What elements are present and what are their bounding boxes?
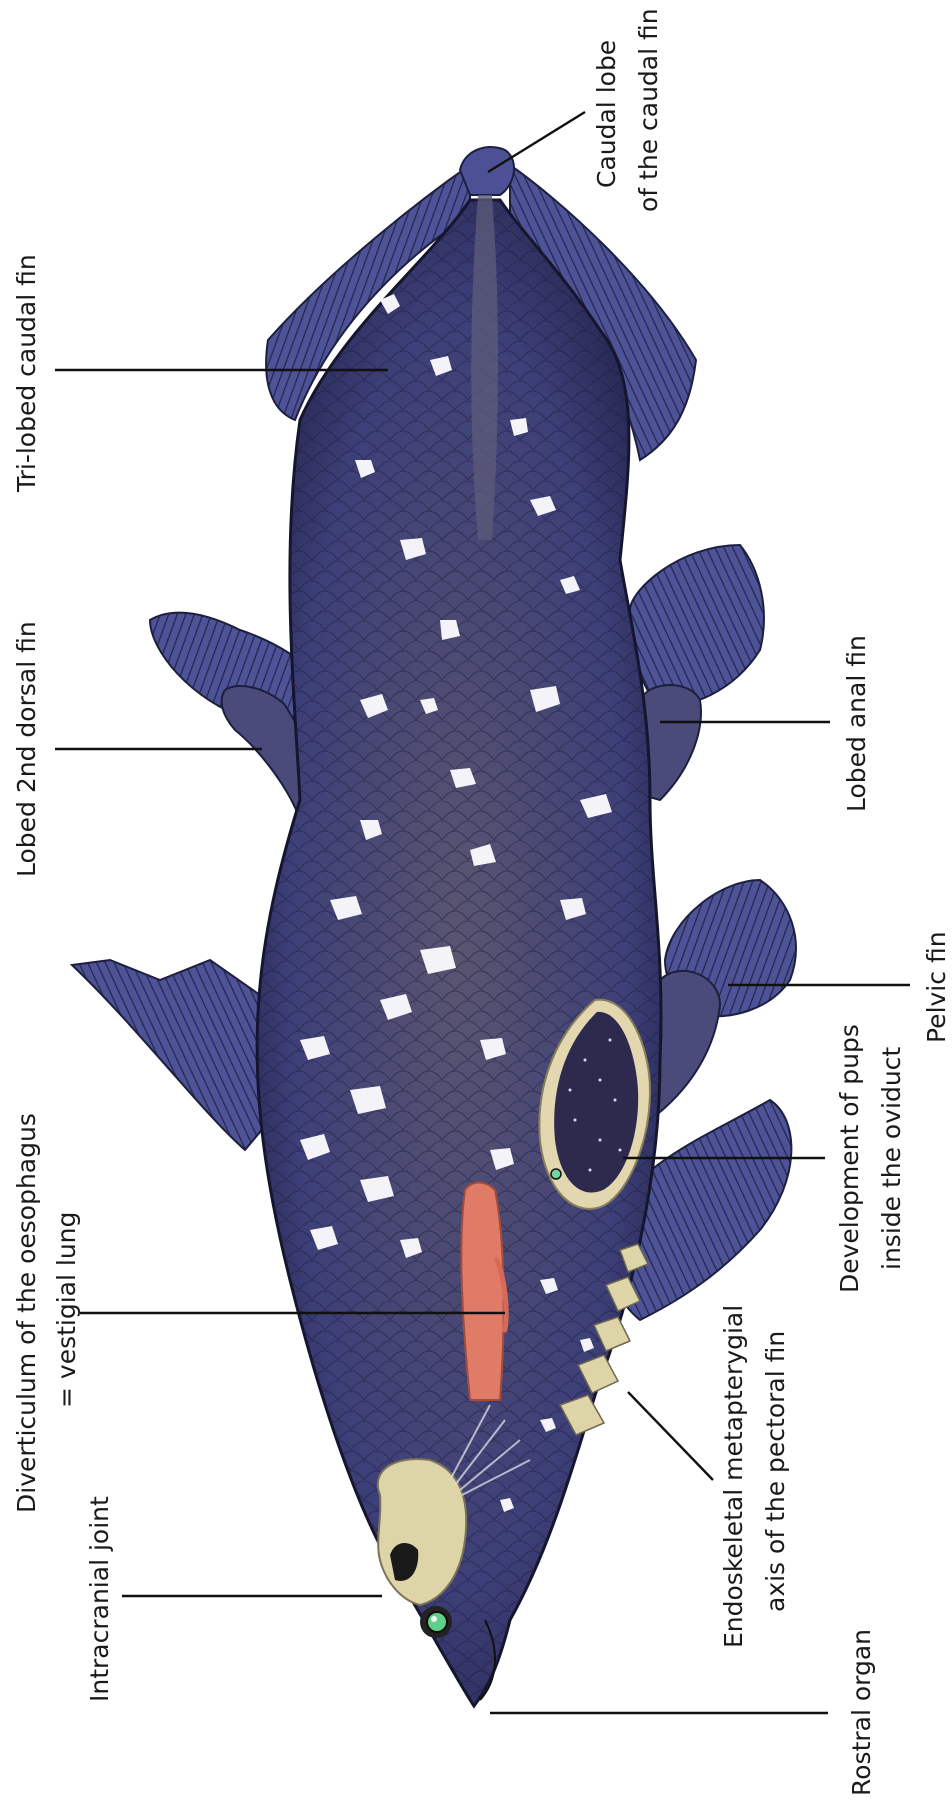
- label-tri-lobed-caudal-fin: Tri-lobed caudal fin: [12, 254, 41, 493]
- leader-caudal-lobe: [488, 112, 585, 172]
- pup-eye: [551, 1169, 561, 1179]
- eye-highlight: [431, 1616, 437, 1622]
- vestigial-lung: [461, 1183, 503, 1401]
- label-diverticulum-line1: Diverticulum of the oesophagus: [12, 1113, 41, 1513]
- label-pups-line2: inside the oviduct: [877, 1047, 906, 1270]
- label-diverticulum-line2: = vestigial lung: [52, 1212, 81, 1408]
- label-lobed-2nd-dorsal-fin: Lobed 2nd dorsal fin: [12, 621, 41, 877]
- first-dorsal-fin: [72, 960, 285, 1150]
- leader-endoskeletal: [628, 1392, 713, 1480]
- label-lobed-anal-fin: Lobed anal fin: [842, 635, 871, 812]
- caudal-lobe: [460, 147, 514, 195]
- label-endoskeletal-line2: axis of the pectoral fin: [761, 1331, 790, 1612]
- label-intracranial-joint: Intracranial joint: [85, 1496, 114, 1702]
- label-pups-line1: Development of pups: [835, 1024, 864, 1293]
- caudal-midline: [471, 195, 498, 540]
- label-rostral-organ: Rostral organ: [847, 1629, 876, 1796]
- label-caudal-lobe-line1: Caudal lobe: [592, 40, 621, 188]
- label-pelvic-fin: Pelvic fin: [922, 931, 951, 1043]
- eye: [427, 1612, 447, 1632]
- label-caudal-lobe-line2: of the caudal fin: [634, 8, 663, 212]
- anal-fin: [630, 545, 764, 706]
- label-endoskeletal-line1: Endoskeletal metapterygial: [719, 1305, 748, 1648]
